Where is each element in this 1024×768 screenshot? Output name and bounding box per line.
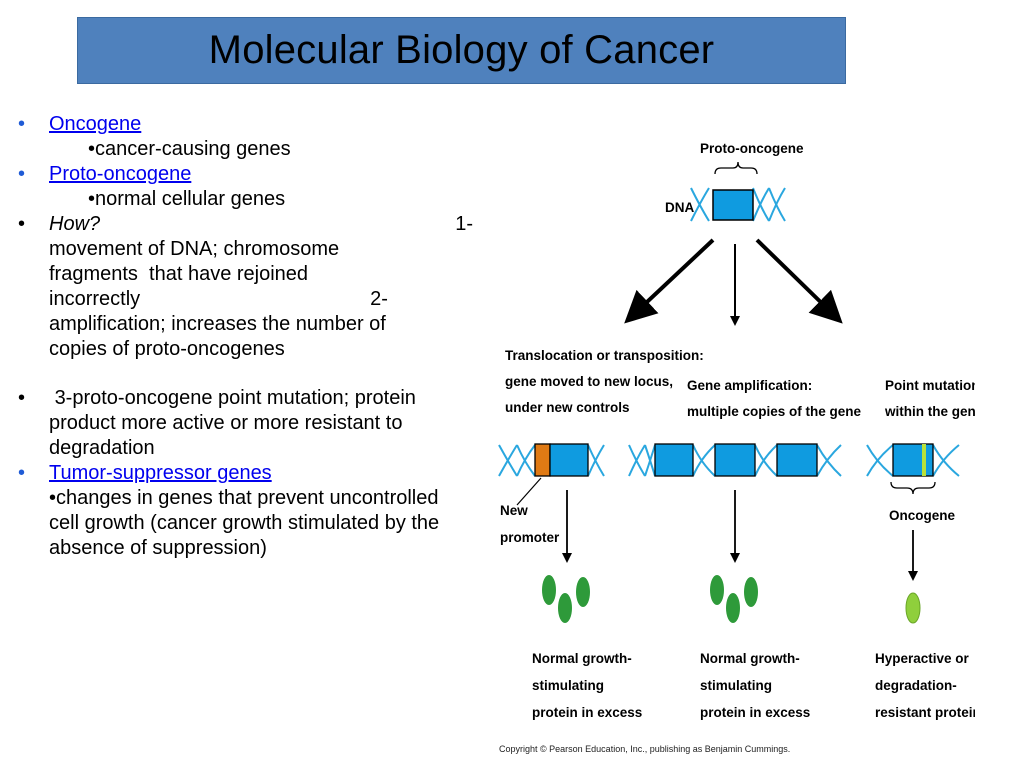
bullet-list: • Oncogene •cancer-causing genes • Proto…	[18, 112, 473, 561]
spacer	[18, 362, 473, 386]
proto-oncogene-link[interactable]: Proto-oncogene	[49, 163, 192, 185]
gene-copy-3	[776, 443, 818, 477]
dna-helix-top	[690, 187, 786, 222]
col3-line2: within the gene	[884, 404, 975, 419]
gene-copy-1	[654, 443, 694, 477]
list-item-oncogene: • Oncogene	[18, 112, 473, 137]
col2-line1: Gene amplification:	[687, 378, 812, 393]
col1-gene	[549, 443, 589, 477]
tumor-suppressor-link[interactable]: Tumor-suppressor genes	[49, 462, 272, 484]
col2-proteins	[710, 575, 758, 623]
how-line-5: amplification; increases the number of	[49, 313, 386, 335]
new-promoter-block	[534, 443, 551, 477]
list-item-proto-oncogene: • Proto-oncogene	[18, 162, 473, 187]
how-line-4-text: incorrectly	[49, 288, 141, 310]
col1-proteins	[542, 575, 590, 623]
col1-out1: Normal growth-	[532, 651, 632, 666]
col1-output: Normal growth- stimulating protein in ex…	[532, 651, 642, 720]
col2-header: Gene amplification: multiple copies of t…	[687, 378, 862, 419]
bullet-icon: •	[18, 163, 26, 185]
oncogene-brace	[890, 481, 936, 495]
how-line-3: fragments that have rejoined	[49, 263, 309, 285]
title-bar: Molecular Biology of Cancer	[77, 17, 846, 84]
arrow-right	[755, 238, 843, 324]
promoter-pointer	[516, 477, 542, 506]
col1-out3: protein in excess	[532, 705, 642, 720]
col3-output: Hyperactive or degradation- resistant pr…	[875, 651, 975, 720]
oncogene-link[interactable]: Oncogene	[49, 113, 142, 135]
list-item-tumor-suppressor: • Tumor-suppressor genes •changes in gen…	[18, 461, 473, 561]
col3-out2: degradation-	[875, 678, 957, 693]
how-line-2: movement of DNA; chromosome	[49, 238, 340, 260]
how-number-2: 2-	[370, 288, 388, 310]
col1-header: Translocation or transposition: gene mov…	[505, 348, 704, 415]
col2-output: Normal growth- stimulating protein in ex…	[700, 651, 810, 720]
bullet-icon: •	[18, 213, 26, 235]
col2-out1: Normal growth-	[700, 651, 800, 666]
col2-dna	[628, 443, 842, 477]
tumor-suppressor-description: •changes in genes that prevent uncontrol…	[49, 487, 440, 559]
how-line-6: copies of proto-oncogenes	[49, 338, 285, 360]
bullet-icon: •	[18, 462, 26, 484]
col1-line3: under new controls	[505, 400, 630, 415]
point-mutation-text: 3-proto-oncogene point mutation; protein…	[49, 387, 422, 459]
col2-out3: protein in excess	[700, 705, 810, 720]
list-item-how: • How? 1- movement of DNA; chromosome fr…	[18, 212, 473, 362]
mutant-protein	[905, 592, 921, 624]
slide-title: Molecular Biology of Cancer	[208, 28, 715, 72]
promoter-label: promoter	[500, 530, 560, 545]
arrow-left	[624, 238, 715, 324]
col2-line2: multiple copies of the gene	[687, 404, 862, 419]
oncogene-description: •cancer-causing genes	[88, 138, 291, 160]
dna-label: DNA	[665, 200, 694, 215]
how-line-4: incorrectly 2-	[49, 287, 473, 312]
col3-line1: Point mutation	[885, 378, 975, 393]
mutation-mark	[922, 444, 926, 476]
col3-header: Point mutation within the gene	[884, 378, 975, 419]
how-label: How?	[49, 213, 101, 235]
proto-oncogene-label: Proto-oncogene	[700, 141, 804, 156]
col3-out3: resistant protein	[875, 705, 975, 720]
proto-oncogene-gene	[712, 189, 754, 221]
copyright-text: Copyright © Pearson Education, Inc., pub…	[499, 744, 790, 754]
proto-oncogene-description: •normal cellular genes	[88, 188, 286, 210]
col3-gene	[892, 443, 934, 477]
col3-out1: Hyperactive or	[875, 651, 970, 666]
gene-copy-2	[714, 443, 756, 477]
oncogene-label: Oncogene	[889, 508, 956, 523]
col1-line2: gene moved to new locus,	[505, 374, 673, 389]
how-number-1: 1-	[455, 213, 473, 235]
gene-brace	[714, 161, 758, 175]
col2-out2: stimulating	[700, 678, 772, 693]
col1-out2: stimulating	[532, 678, 604, 693]
how-line: How? 1-	[49, 212, 473, 237]
bullet-icon: •	[18, 387, 26, 409]
new-label: New	[500, 503, 528, 518]
list-item-point-mutation: • 3-proto-oncogene point mutation; prote…	[18, 386, 473, 461]
col1-dna	[498, 443, 605, 477]
oncogene-diagram: Proto-oncogene DNA Translocation or tran…	[495, 128, 975, 763]
bullet-icon: •	[18, 113, 26, 135]
col1-line1: Translocation or transposition:	[505, 348, 704, 363]
col3-dna	[866, 443, 960, 477]
